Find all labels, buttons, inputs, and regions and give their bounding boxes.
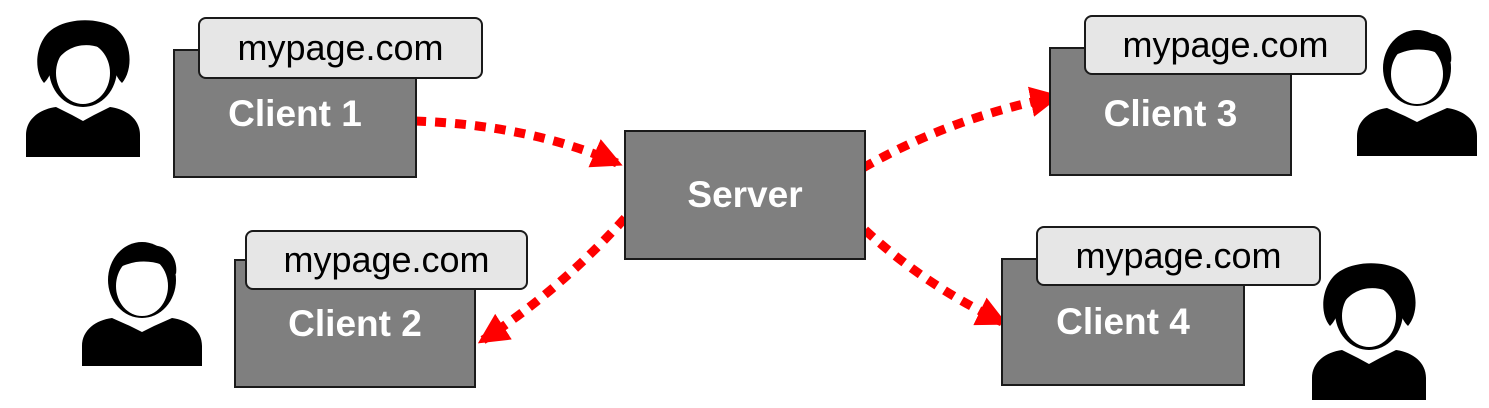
- client-4-url: mypage.com: [1075, 235, 1282, 276]
- arrow-server-to-client3: [860, 86, 1062, 172]
- male-user-icon: [1357, 30, 1477, 156]
- client-3-label: Client 3: [1103, 93, 1238, 134]
- female-user-icon: [1312, 263, 1426, 400]
- client-1-url: mypage.com: [237, 27, 444, 68]
- client-4-url-tab: mypage.com: [1036, 226, 1321, 286]
- arrow-client1-to-server: [414, 116, 623, 168]
- server-label: Server: [687, 174, 803, 215]
- client-2-url-tab: mypage.com: [245, 230, 528, 290]
- client-1-url-tab: mypage.com: [198, 17, 483, 79]
- client-2-label: Client 2: [288, 303, 422, 344]
- male-user-icon: [82, 242, 202, 366]
- female-user-icon: [26, 20, 140, 157]
- arrow-server-to-client4: [861, 226, 1008, 327]
- server-box: Server: [624, 130, 866, 260]
- client-1-label: Client 1: [228, 93, 362, 134]
- client-3-url-tab: mypage.com: [1084, 15, 1367, 75]
- arrow-server-to-client2: [477, 214, 629, 344]
- client-4-label: Client 4: [1056, 301, 1190, 342]
- client-3-url: mypage.com: [1122, 24, 1329, 65]
- client-2-url: mypage.com: [283, 239, 490, 280]
